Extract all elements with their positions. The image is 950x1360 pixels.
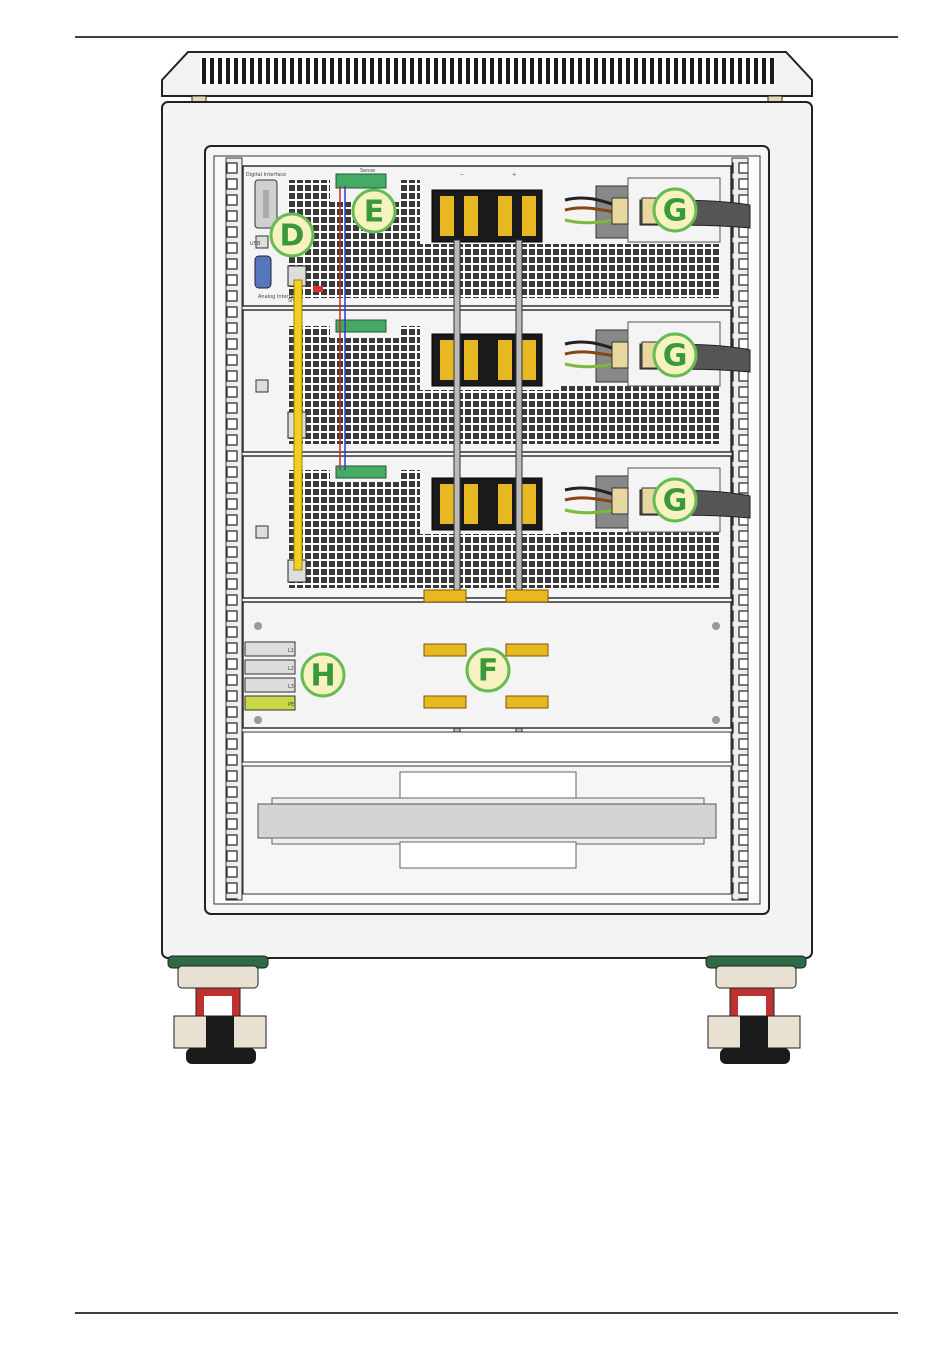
sense-label: Sense bbox=[360, 168, 375, 174]
svg-text:G: G bbox=[663, 484, 688, 519]
power-unit-3 bbox=[243, 456, 750, 598]
share-bus-cable bbox=[294, 280, 302, 570]
callout-g-1: G bbox=[654, 189, 696, 231]
callout-e: E bbox=[353, 190, 395, 232]
usb-port-3 bbox=[256, 526, 268, 538]
blank-panel bbox=[243, 732, 731, 762]
svg-text:H: H bbox=[310, 659, 335, 694]
rack-rail-left bbox=[226, 158, 242, 900]
digital-interface-label: Digital Interface bbox=[246, 172, 286, 178]
svg-text:E: E bbox=[364, 195, 385, 230]
svg-text:G: G bbox=[663, 339, 688, 374]
terminal-l3: L3 bbox=[288, 684, 294, 690]
svg-text:G: G bbox=[663, 194, 688, 229]
terminal-l1: L1 bbox=[288, 648, 294, 654]
callout-f: F bbox=[467, 649, 509, 691]
power-unit-2 bbox=[243, 310, 750, 452]
usb-label-1: USB bbox=[250, 241, 261, 247]
callout-g-3: G bbox=[654, 479, 696, 521]
caster-right bbox=[706, 956, 806, 1064]
plus-label: + bbox=[512, 172, 516, 178]
rack-rail-right bbox=[732, 158, 748, 900]
svg-text:D: D bbox=[280, 219, 305, 254]
caster-left bbox=[168, 956, 268, 1064]
callout-h: H bbox=[302, 654, 344, 696]
callout-g-2: G bbox=[654, 334, 696, 376]
minus-label: − bbox=[460, 172, 464, 178]
svg-text:F: F bbox=[478, 654, 499, 689]
usb-port-2 bbox=[256, 380, 268, 392]
cabinet-top-cover bbox=[162, 52, 812, 102]
callout-d: D bbox=[271, 214, 313, 256]
din-rail-panel bbox=[243, 766, 731, 894]
terminal-l2: L2 bbox=[288, 666, 294, 672]
terminal-pe: PE bbox=[288, 702, 294, 708]
power-unit-1: Digital Interface USB Analog Interface S… bbox=[243, 166, 750, 306]
